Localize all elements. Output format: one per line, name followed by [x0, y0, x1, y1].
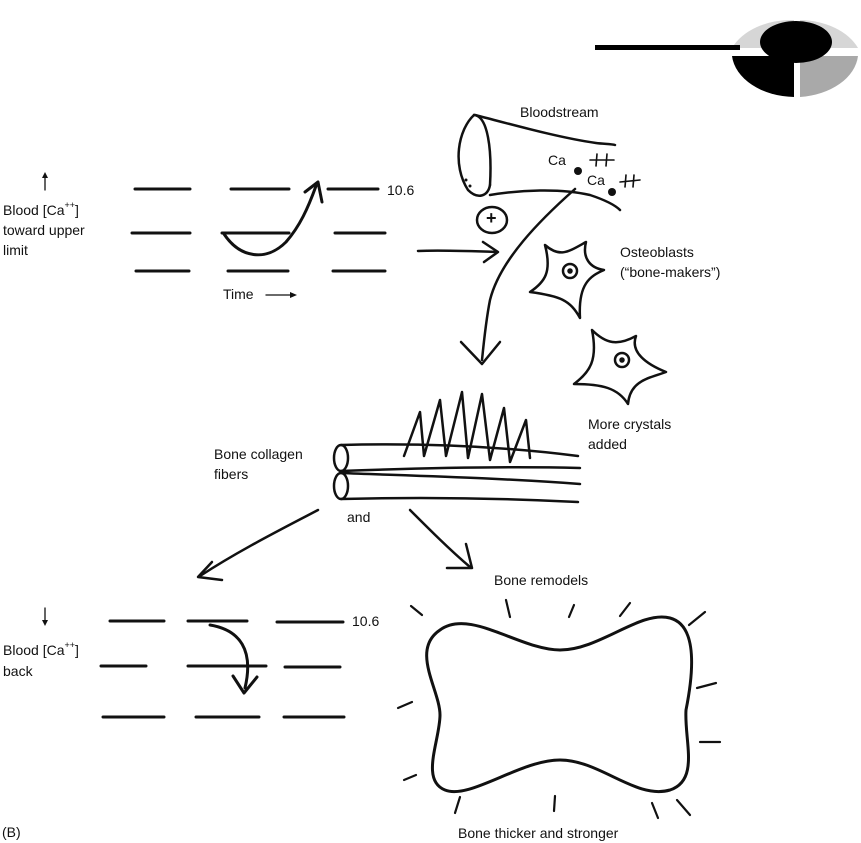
time-axis-label: Time: [223, 284, 254, 304]
bottom-graph-value-label: 10.6: [352, 611, 379, 631]
arrows-from-collagen: [198, 510, 472, 580]
top-blood-calcium-label: Blood [Ca++]: [3, 200, 79, 220]
bottom-blood-label-suffix: ]: [75, 642, 79, 658]
radiating-lines: [398, 600, 720, 818]
arrow-to-bloodstream: [418, 242, 498, 262]
top-calcium-graph: [42, 172, 385, 298]
osteoblasts-label: Osteoblasts: [620, 242, 694, 262]
bottom-blood-calcium-label: Blood [Ca++]: [3, 640, 79, 660]
bloodstream-label: Bloodstream: [520, 102, 599, 122]
bone-collagen-label: Bone collagen: [214, 444, 303, 464]
star-cell-icon: [574, 330, 666, 404]
top-graph-value-label: 10.6: [387, 180, 414, 200]
plus-sign: +: [486, 208, 497, 228]
top-blood-label-suffix: ]: [75, 202, 79, 218]
calcium-ion-label-2: Ca: [587, 170, 605, 190]
bone-thicker-label: Bone thicker and stronger: [458, 823, 618, 843]
star-cell-icon: [530, 242, 604, 318]
bone-icon: [427, 617, 692, 792]
calcium-ions: [574, 154, 640, 196]
calcium-ion-label-1: Ca: [548, 150, 566, 170]
bottom-blood-label-sup: ++: [64, 640, 75, 650]
more-crystals-label-line2: added: [588, 434, 627, 454]
bottom-blood-label-prefix: Blood [Ca: [3, 642, 64, 658]
top-blood-label-prefix: Blood [Ca: [3, 202, 64, 218]
bottom-blood-label-line2: back: [3, 661, 33, 681]
bone-remodels-label: Bone remodels: [494, 570, 588, 590]
bottom-calcium-graph: [42, 608, 344, 717]
collagen-fibers: [334, 392, 580, 502]
bone-collagen-label-line2: fibers: [214, 464, 248, 484]
osteoblasts-sublabel: (“bone-makers”): [620, 262, 720, 282]
top-blood-label-line3: limit: [3, 240, 28, 260]
top-blood-label-sup: ++: [64, 200, 75, 210]
target-logo-icon: [595, 20, 858, 97]
more-crystals-label: More crystals: [588, 414, 671, 434]
panel-label: (B): [2, 822, 21, 842]
top-blood-label-line2: toward upper: [3, 220, 85, 240]
and-label: and: [347, 507, 370, 527]
